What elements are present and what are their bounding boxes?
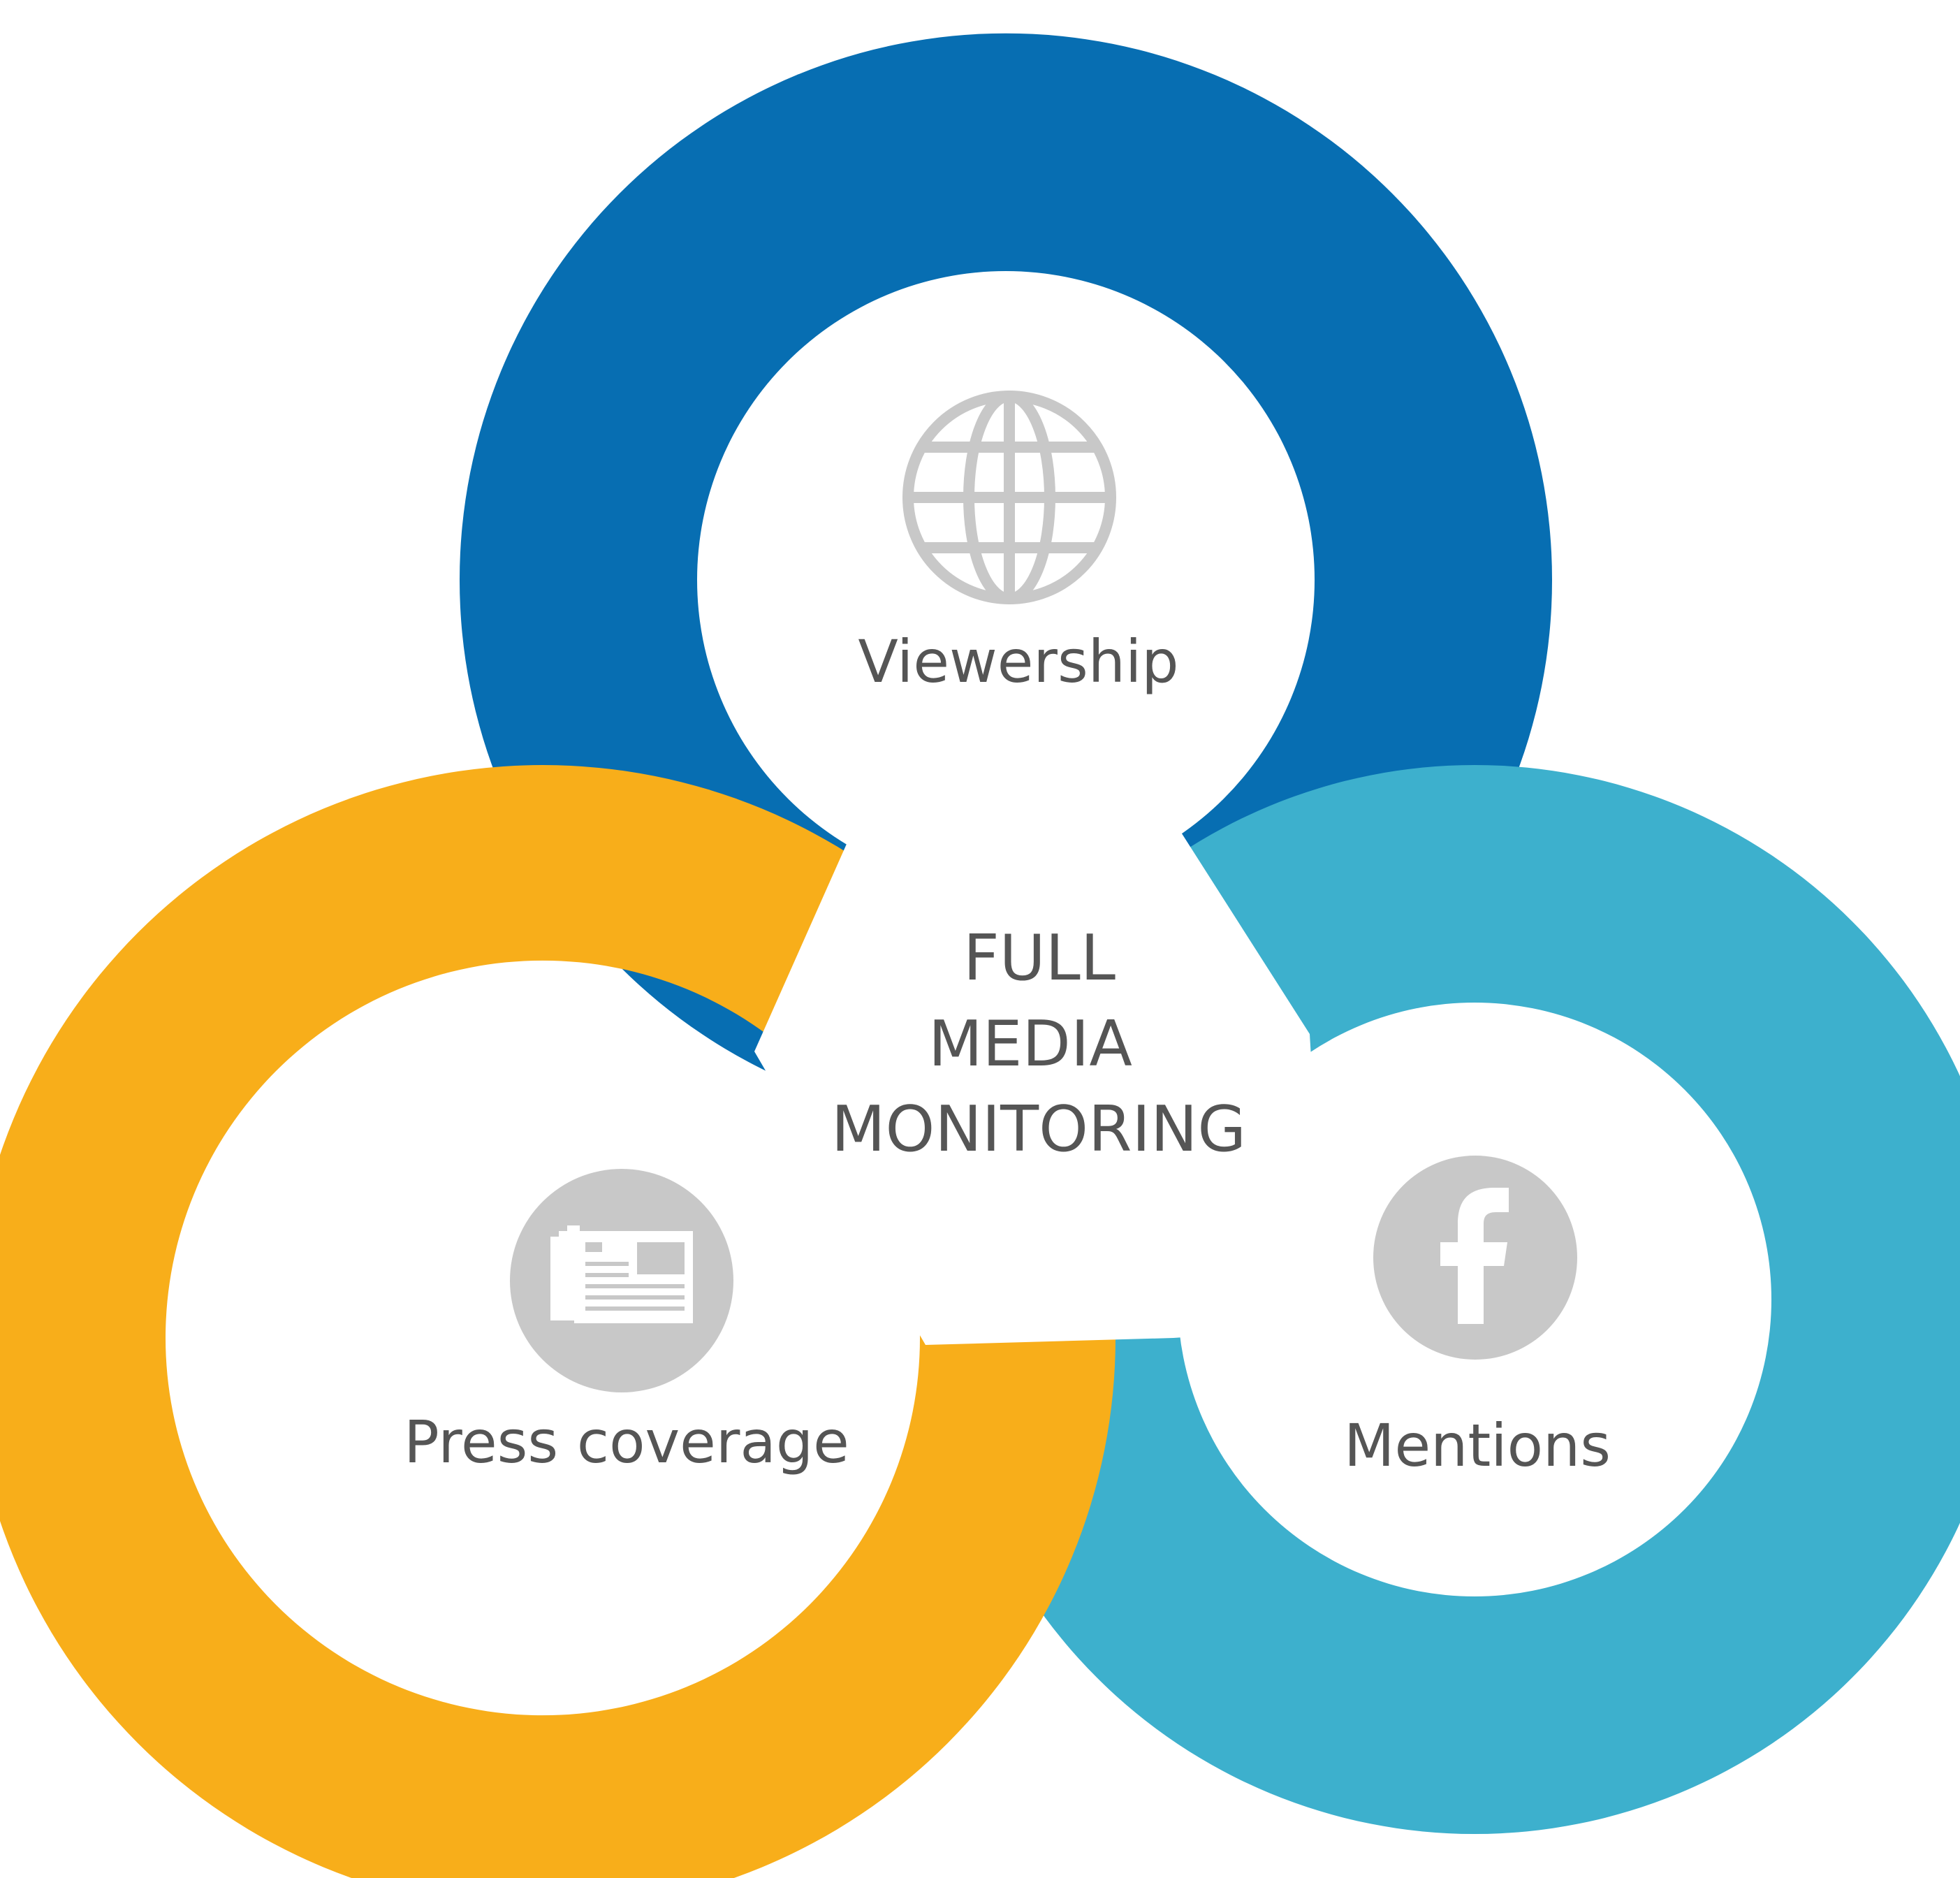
center-area xyxy=(754,831,1327,1345)
center-title-line-2: MEDIA xyxy=(928,1007,1132,1081)
mentions-label: Mentions xyxy=(1344,1411,1611,1480)
facebook-icon xyxy=(1373,1156,1577,1360)
viewership-label: Viewership xyxy=(858,627,1178,696)
center-title-line-3: MONITORING xyxy=(831,1093,1246,1166)
globe-icon xyxy=(902,391,1116,604)
newspaper-icon xyxy=(510,1169,733,1392)
center-title-line-1: FULL xyxy=(963,922,1116,995)
press-coverage-label: Press coverage xyxy=(404,1408,849,1476)
